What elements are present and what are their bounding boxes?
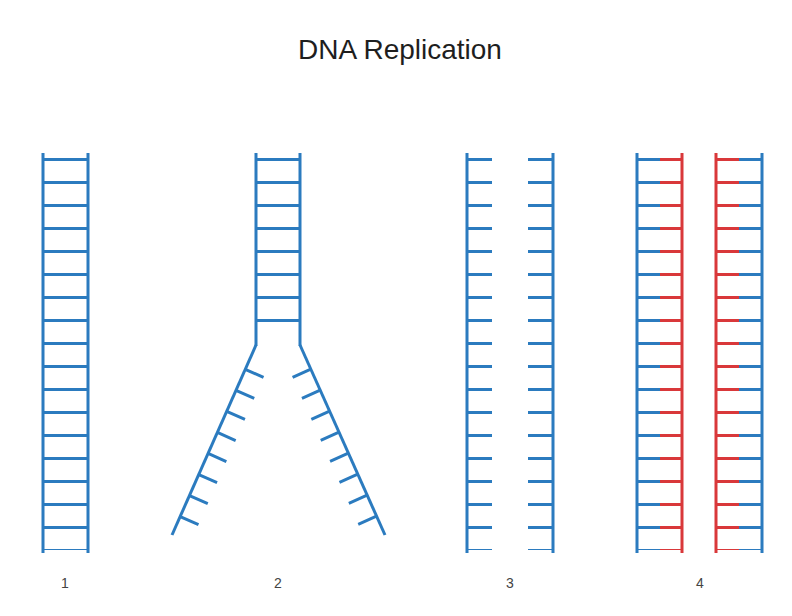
step-number: 4 <box>696 575 704 591</box>
step-number: 3 <box>506 575 514 591</box>
replication-fork <box>172 153 385 537</box>
step-number: 2 <box>274 575 282 591</box>
separated-strands <box>467 153 553 553</box>
dna-ladder <box>43 153 88 553</box>
step-number: 1 <box>61 575 69 591</box>
diagram-title: DNA Replication <box>298 34 502 66</box>
daughter-molecules <box>637 153 762 553</box>
